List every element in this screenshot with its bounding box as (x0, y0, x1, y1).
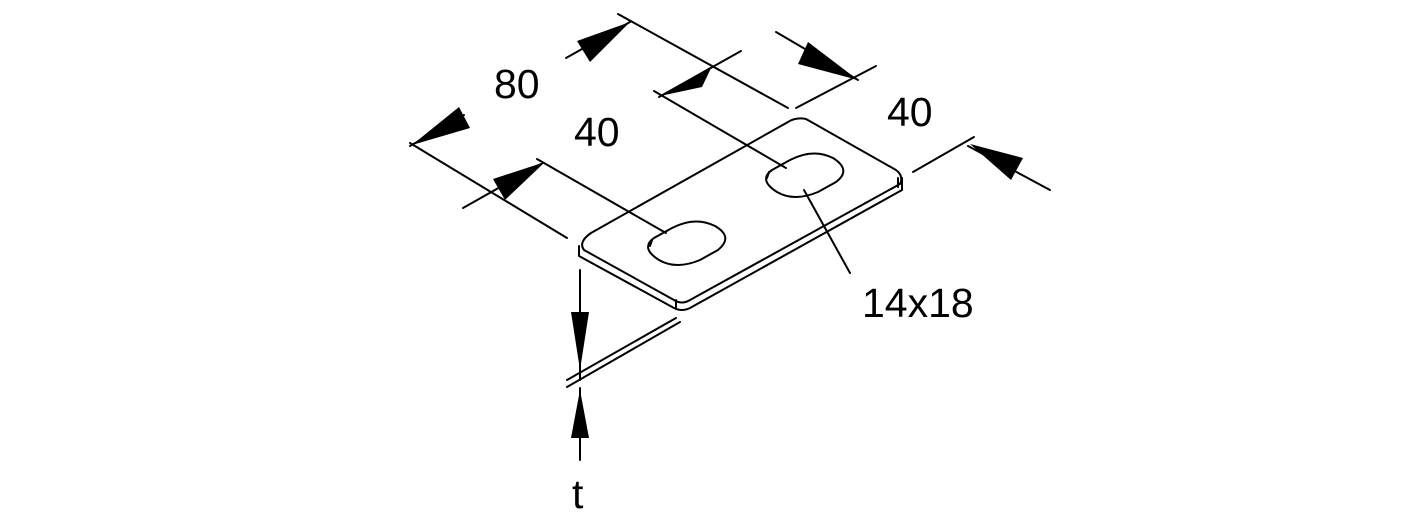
plate-side-face (578, 177, 903, 311)
dimension-80-label: 80 (494, 61, 540, 107)
ext-line-40a-right (653, 90, 787, 169)
slot-size-label: 14x18 (862, 280, 974, 326)
arrow-40b-bottom (970, 144, 1023, 180)
slot-hole-1-inner (649, 239, 653, 247)
thickness-label: t (572, 471, 584, 517)
arrow-thickness-down (571, 312, 589, 370)
dimension-40-hole-label: 40 (574, 109, 620, 155)
ext-line-80-left (409, 142, 568, 239)
plate-top-face (581, 117, 903, 304)
slot-hole-2-inner (766, 171, 770, 179)
ext-line-40a-left (536, 158, 667, 234)
arrow-40b-top (798, 42, 858, 80)
thickness-line-lower (566, 321, 681, 388)
slot-hole-1 (647, 220, 727, 266)
ext-line-80-right (617, 13, 789, 109)
arrow-40a-right (660, 66, 712, 96)
arrow-40a-left (493, 162, 545, 200)
slot-hole-2 (765, 152, 845, 198)
ext-line-40b-side (795, 65, 877, 109)
arrow-80-right (577, 22, 630, 62)
arrow-thickness-up (571, 390, 589, 438)
thickness-line-upper (566, 317, 677, 381)
slot-leader-line (803, 189, 851, 274)
dimension-40-width-label: 40 (887, 89, 933, 135)
ext-line-40b-bottom (912, 136, 975, 173)
arrow-80-left (412, 107, 470, 145)
